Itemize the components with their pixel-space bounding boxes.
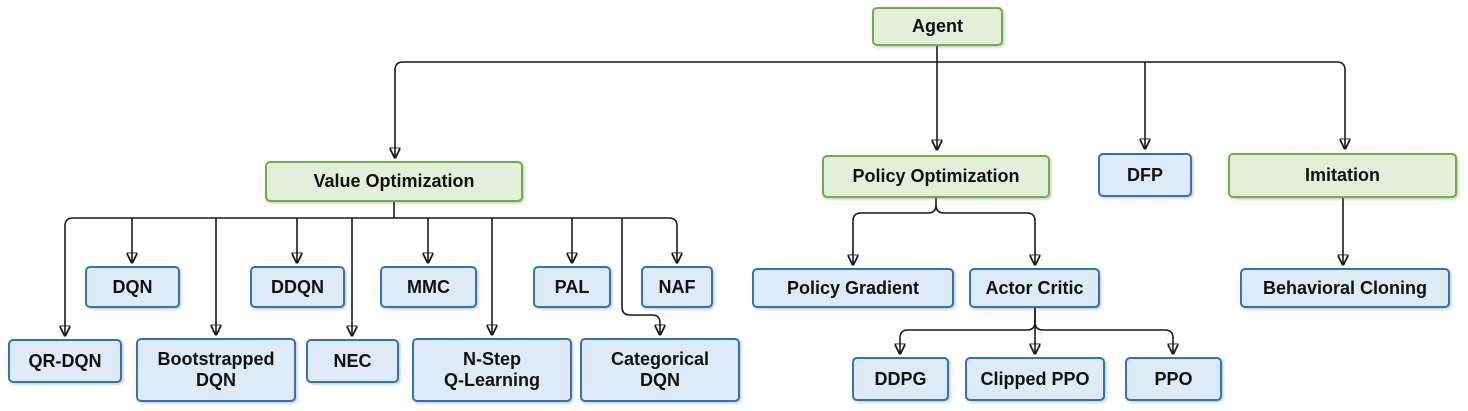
edge-agent-imitation xyxy=(1336,61,1345,148)
node-actor-critic: Actor Critic xyxy=(969,268,1100,308)
node-label: Bootstrapped DQN xyxy=(157,349,275,390)
node-label: Agent xyxy=(912,16,963,37)
edge-vo-naf xyxy=(668,217,677,262)
edge-po-policy-gradient xyxy=(853,204,937,264)
node-qr-dqn: QR-DQN xyxy=(8,339,122,383)
node-bootstrapped-dqn: Bootstrapped DQN xyxy=(136,338,296,402)
node-nec: NEC xyxy=(306,339,399,383)
node-label: Actor Critic xyxy=(985,277,1084,298)
node-label: DFP xyxy=(1127,164,1163,185)
node-label: Policy Optimization xyxy=(852,166,1020,187)
node-agent: Agent xyxy=(872,7,1003,46)
node-label: Policy Gradient xyxy=(786,277,920,298)
node-label: Clipped PPO xyxy=(980,368,1090,389)
node-label: NAF xyxy=(658,276,696,297)
edge-ac-ddpg xyxy=(900,321,1036,353)
node-clipped-ppo: Clipped PPO xyxy=(965,357,1105,401)
node-n-step-q-learning: N-Step Q-Learning xyxy=(412,338,572,402)
node-ppo: PPO xyxy=(1125,357,1222,401)
node-categorical-dqn: Categorical DQN xyxy=(580,338,740,402)
node-value-optimization: Value Optimization xyxy=(265,161,523,202)
node-label: DDQN xyxy=(271,276,324,297)
edge-ac-ppo xyxy=(1034,321,1173,353)
node-label: QR-DQN xyxy=(28,350,102,371)
node-label: DDPG xyxy=(874,368,927,389)
node-policy-gradient: Policy Gradient xyxy=(752,268,954,308)
edge-vo-qr-dqn xyxy=(65,217,74,335)
node-label: Value Optimization xyxy=(313,171,475,192)
node-ddqn: DDQN xyxy=(250,266,345,308)
node-dqn: DQN xyxy=(85,266,180,308)
edge-agent-value-optimization xyxy=(395,61,404,157)
node-label: Categorical DQN xyxy=(610,349,710,390)
node-behavioral-cloning: Behavioral Cloning xyxy=(1240,268,1450,308)
node-naf: NAF xyxy=(641,266,713,308)
node-label: NEC xyxy=(333,350,372,371)
edge-vo-categorical-dqn xyxy=(621,218,660,334)
node-mmc: MMC xyxy=(380,266,477,308)
node-label: N-Step Q-Learning xyxy=(443,349,540,390)
node-ddpg: DDPG xyxy=(852,357,949,401)
node-label: DQN xyxy=(112,276,153,297)
node-dfp: DFP xyxy=(1098,153,1192,197)
node-label: PPO xyxy=(1154,368,1193,389)
node-label: MMC xyxy=(407,276,450,297)
edge-po-actor-critic xyxy=(935,204,1035,264)
node-label: PAL xyxy=(554,276,590,297)
node-label: Behavioral Cloning xyxy=(1262,277,1428,298)
node-label: Imitation xyxy=(1305,165,1380,186)
node-policy-optimization: Policy Optimization xyxy=(822,155,1050,198)
node-pal: PAL xyxy=(533,266,611,308)
node-imitation: Imitation xyxy=(1228,153,1457,198)
